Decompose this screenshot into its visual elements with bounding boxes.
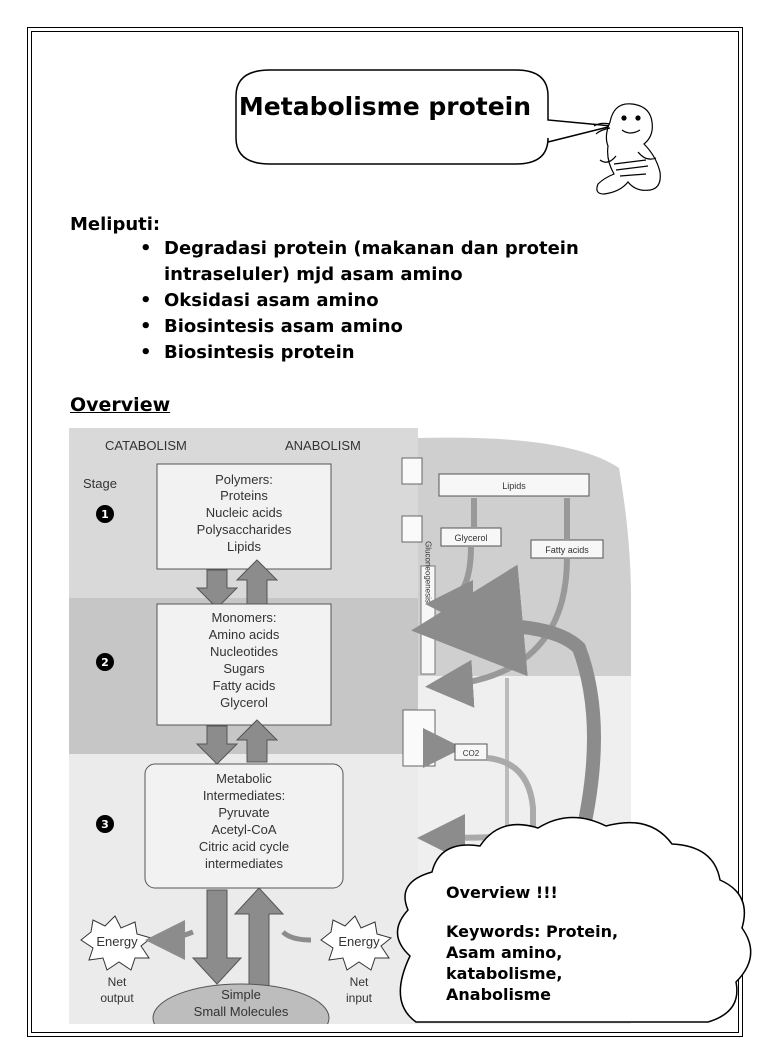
box2-line: Fatty acids: [213, 678, 276, 693]
box3-line: intermediates: [205, 856, 284, 871]
box1-line: Polysaccharides: [197, 522, 292, 537]
stage-number-3: 3: [96, 815, 114, 833]
cloud-line: Anabolisme: [446, 985, 552, 1004]
anabolism-label: ANABOLISM: [285, 438, 361, 453]
cloud-text: Overview !!! Keywords: Protein, Asam ami…: [446, 882, 706, 1005]
cloud-line: katabolisme,: [446, 964, 563, 983]
bullet-list: Degradasi protein (makanan dan protein i…: [138, 236, 678, 366]
lipids-box: [438, 473, 590, 497]
simple-molecules-line: Small Molecules: [194, 1004, 289, 1019]
box3-line: Metabolic: [216, 771, 272, 786]
box3-line: Citric acid cycle: [199, 839, 289, 854]
svg-text:1: 1: [101, 508, 109, 521]
box3-line: Acetyl-CoA: [211, 822, 276, 837]
seal-mascot-icon: [593, 103, 661, 195]
cloud-spacer: [446, 903, 706, 921]
bullet-item: Degradasi protein (makanan dan protein i…: [138, 236, 678, 288]
fatty-acids-down-arrow: [425, 557, 570, 708]
down-arrow: [191, 889, 243, 985]
side-slot: [402, 709, 436, 767]
energy-output-arrow: [145, 919, 194, 960]
anabolism-band-top: [418, 437, 631, 598]
svg-text:3: 3: [101, 818, 109, 831]
catabolism-label: CATABOLISM: [105, 438, 187, 453]
svg-text:2: 2: [101, 656, 109, 669]
title-speech-bubble: [235, 69, 613, 165]
monomers-box: [156, 603, 332, 726]
lipids-label: Lipids: [502, 481, 526, 491]
down-arrow: [195, 725, 239, 765]
energy-input-burst: Energy: [320, 915, 393, 971]
simple-molecules-line: Simple: [221, 987, 261, 1002]
box1-line: Nucleic acids: [206, 505, 283, 520]
box1-line: Lipids: [227, 539, 261, 554]
box1-line: Polymers:: [215, 472, 273, 487]
cloud-line: Overview !!!: [446, 883, 558, 902]
glycerol-label: Glycerol: [454, 533, 487, 543]
co2-box: [454, 743, 488, 761]
stage-label: Stage: [83, 476, 117, 491]
box3-line: Intermediates:: [203, 788, 285, 803]
anabolism-band-mid: [418, 598, 631, 676]
fatty-acids-label: Fatty acids: [545, 545, 589, 555]
cloud-line: Keywords: Protein,: [446, 922, 619, 941]
svg-text:Energy: Energy: [96, 934, 138, 949]
bullet-item: Biosintesis asam amino: [138, 314, 678, 340]
box1-line: Proteins: [220, 488, 268, 503]
box2-line: Nucleotides: [210, 644, 278, 659]
cloud-line: Asam amino,: [446, 943, 563, 962]
overview-heading: Overview: [70, 394, 171, 416]
overview-thought-cloud: [396, 816, 752, 1023]
intermediates-box: [144, 763, 344, 889]
up-arrow: [235, 719, 279, 763]
up-arrow: [235, 559, 279, 605]
stage-number-2: 2: [96, 653, 114, 671]
down-arrow: [195, 569, 239, 609]
stage-number-1: 1: [96, 505, 114, 523]
box2-line: Amino acids: [209, 627, 280, 642]
intro-label: Meliputi:: [70, 214, 161, 235]
up-arrow: [233, 887, 285, 989]
net-input-line: Net: [350, 975, 369, 989]
bullet-item: Biosintesis protein: [138, 340, 678, 366]
polymers-box: [156, 463, 332, 570]
page-title: Metabolisme protein: [238, 92, 532, 121]
energy-output-burst: Energy: [80, 915, 153, 971]
big-curved-arrow: [411, 564, 601, 850]
net-output-line: Net: [108, 975, 127, 989]
svg-text:Energy: Energy: [338, 934, 380, 949]
box2-line: Sugars: [223, 661, 265, 676]
simple-molecules-ellipse: [152, 983, 330, 1024]
side-slot: [401, 515, 423, 543]
box3-line: Pyruvate: [218, 805, 269, 820]
bullet-item: Oksidasi asam amino: [138, 288, 678, 314]
side-slot: [401, 457, 423, 485]
co2-label: CO2: [463, 749, 480, 758]
gluconeogenesis-label: Gluconeogenesis: [424, 541, 433, 603]
box2-line: Glycerol: [220, 695, 268, 710]
box2-line: Monomers:: [211, 610, 276, 625]
energy-input-arrow: [281, 930, 312, 943]
net-output-line: output: [100, 991, 134, 1005]
net-input-line: input: [346, 991, 373, 1005]
